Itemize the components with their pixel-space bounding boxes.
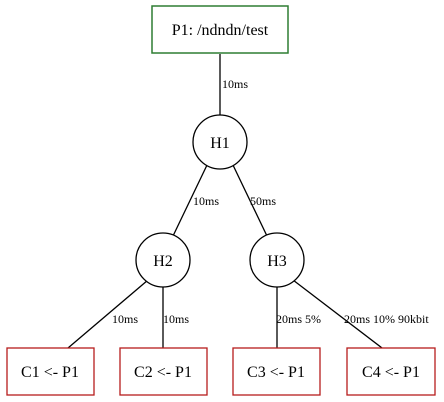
edge-label-p1-h1: 10ms: [222, 77, 248, 91]
hub-label-h2: H2: [153, 253, 173, 270]
consumer-node-c3: C3 <- P1: [232, 347, 321, 396]
hub-circle-h3: [249, 232, 305, 288]
hub-circle-h1: [192, 114, 248, 170]
edge-h1-h2: [172, 162, 209, 237]
hub-label-h1: H1: [210, 135, 230, 152]
producer-label: P1: /ndndn/test: [172, 22, 269, 39]
edge-label-h2-c2: 10ms: [163, 312, 189, 326]
consumer-label-c3: C3 <- P1: [247, 364, 305, 381]
consumer-box-c2: [119, 347, 208, 396]
consumer-box-c1: [6, 347, 95, 396]
edge-label-h1-h2: 10ms: [193, 194, 219, 208]
consumer-label-c1: C1 <- P1: [21, 364, 79, 381]
hub-circle-h2: [135, 232, 191, 288]
edge-label-h3-c4: 20ms 10% 90kbit: [344, 312, 429, 326]
edge-label-h1-h3: 50ms: [250, 194, 276, 208]
hub-node-h3: H3: [249, 232, 305, 288]
producer-box: [151, 5, 289, 54]
consumer-node-c1: C1 <- P1: [6, 347, 95, 396]
consumer-label-c2: C2 <- P1: [134, 364, 192, 381]
consumer-node-c2: C2 <- P1: [119, 347, 208, 396]
edges: [67, 54, 383, 349]
producer-node: P1: /ndndn/test: [151, 5, 289, 54]
consumer-box-c3: [232, 347, 321, 396]
edge-h1-h3: [231, 162, 268, 237]
hub-node-h2: H2: [135, 232, 191, 288]
consumer-box-c4: [346, 347, 436, 396]
edge-label-h2-c1: 10ms: [112, 312, 138, 326]
edge-label-h3-c3: 20ms 5%: [276, 312, 321, 326]
hub-label-h3: H3: [267, 253, 287, 270]
edge-h3-c4: [292, 279, 383, 349]
consumer-node-c4: C4 <- P1: [346, 347, 436, 396]
consumer-label-c4: C4 <- P1: [362, 364, 420, 381]
edge-labels: 10ms 10ms 50ms 10ms 10ms 20ms 5% 20ms 10…: [112, 77, 429, 326]
hub-node-h1: H1: [192, 114, 248, 170]
edge-h2-c1: [67, 279, 149, 349]
